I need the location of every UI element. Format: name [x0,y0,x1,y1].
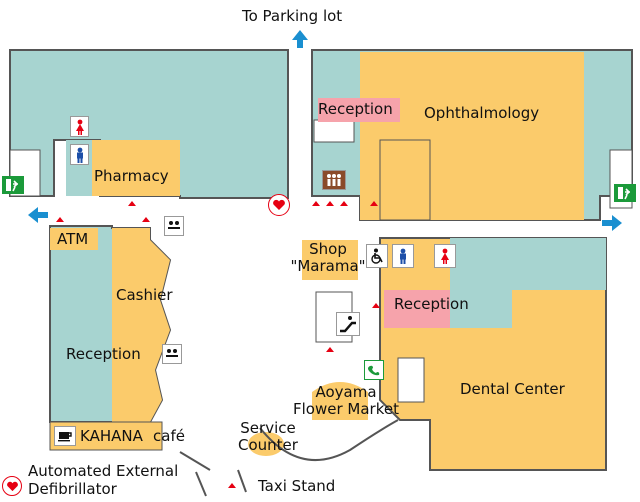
atm-label: ATM [57,230,89,248]
flower-market-line2: Flower Market [293,399,399,418]
entrance-walls [179,451,247,497]
cashier-label: Cashier [116,286,173,304]
flower-market-label: Aoyama Flower Market [286,384,406,417]
counter-service-icon [162,344,182,364]
shop-label-line2: "Marama" [290,256,366,275]
stairs-top [313,119,355,143]
service-counter-line1: Service [240,419,296,437]
arrow-right [602,215,622,231]
flower-market-line1: Aoyama [315,383,377,401]
arrow-left [28,207,48,223]
marker-group [56,201,380,488]
marker [128,201,136,206]
accessible-restroom-icon [366,244,388,268]
aed-legend-line2: Defibrillator [28,480,117,498]
marker [228,483,236,488]
coffee-cup-icon [54,426,76,446]
reception-top-label: Reception [318,100,393,118]
taxi-stand-label: Taxi Stand [258,477,336,495]
ophthalmology-room [379,139,431,221]
elevator-icon [322,170,346,190]
ophthalmology-label: Ophthalmology [424,104,540,122]
to-parking-label: To Parking lot [242,7,343,25]
reception-left-label: Reception [66,345,141,363]
counter-service-icon [164,216,184,236]
flower-market-area [312,382,368,420]
restroom-female-icon [70,116,89,137]
marker [370,201,378,206]
shop-label-line1: Shop [309,240,347,258]
marker [326,347,334,352]
restroom-male-icon [392,244,414,268]
emergency-exit-icon [2,176,24,194]
pharmacy-area [92,140,180,196]
restroom-female-icon [434,244,456,268]
stairs-lower [397,357,425,403]
marker [56,217,64,222]
restroom-male-icon [70,144,89,165]
marker [312,201,320,206]
cafe-label: café [153,427,185,445]
marker [372,303,380,308]
service-counter-line2: Counter [238,435,298,454]
aed-heart-icon [2,476,22,496]
arrow-up [292,30,308,48]
atm-area [50,228,98,250]
marker [142,217,150,222]
atrium-curve [259,419,399,462]
kahana-label: KAHANA [80,427,143,445]
shop-area [302,240,358,280]
service-counter-area [248,432,284,456]
ophthalmology-area [360,52,584,220]
emergency-exit-icon [614,184,636,202]
marker [340,201,348,206]
aed-heart-icon [268,194,290,216]
pharmacy-label: Pharmacy [94,167,169,185]
reception-right-area [384,290,450,328]
service-counter-label: Service Counter [228,420,308,453]
escalator-icon [336,312,360,336]
shop-label: Shop "Marama" [288,241,368,274]
reception-top-area [318,98,400,122]
direction-arrow-icon [28,30,622,231]
reception-right-label: Reception [394,295,469,313]
aed-legend-line1: Automated External [28,462,179,480]
marker [326,201,334,206]
dental-center-label: Dental Center [460,380,565,398]
dental-teal-area [450,238,606,328]
telephone-icon [364,360,384,380]
cashier-area [112,228,170,422]
